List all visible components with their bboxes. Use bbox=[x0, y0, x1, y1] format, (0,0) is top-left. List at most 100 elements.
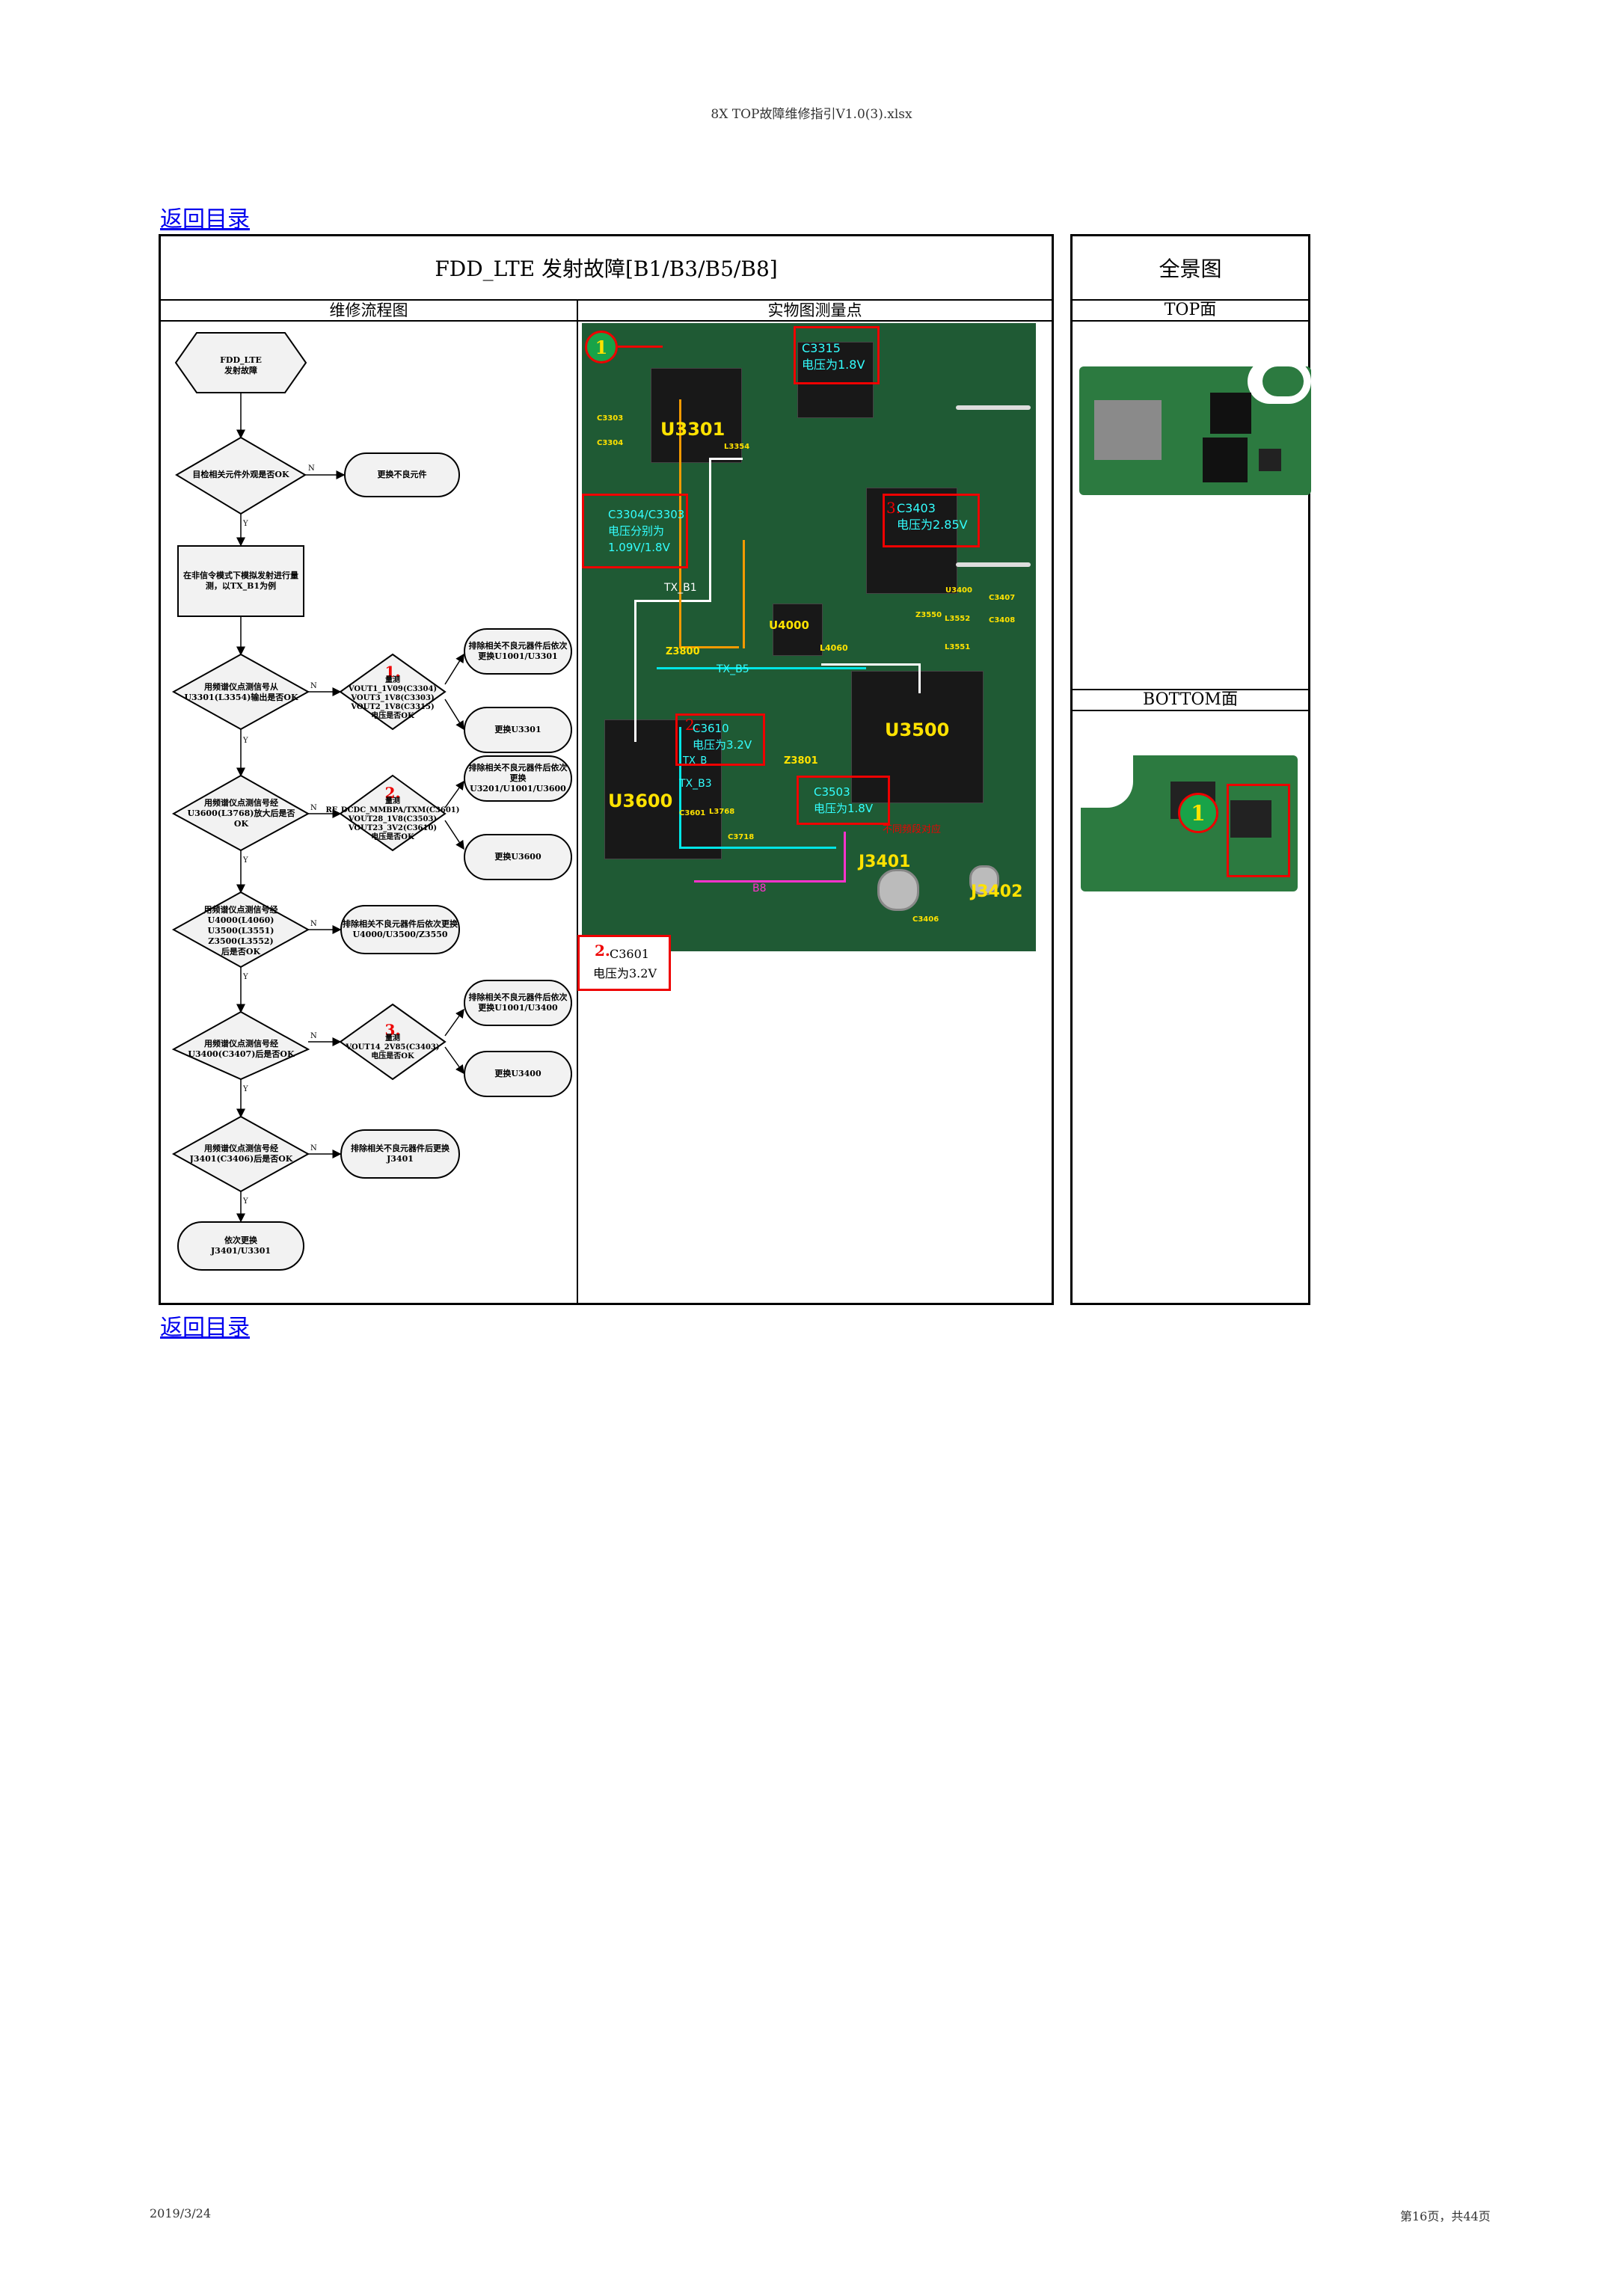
measure-c3610-num: 2. bbox=[685, 716, 700, 734]
back-to-contents-link-top[interactable]: 返回目录 bbox=[160, 206, 250, 233]
red-note: 不同频段对应 bbox=[883, 824, 942, 835]
measure-c3610-text: C3610 电压为3.2V bbox=[693, 722, 752, 752]
flow-replace-u3600: 更换U3600 bbox=[464, 834, 572, 880]
col-measure-header: 实物图测量点 bbox=[767, 301, 862, 319]
no-label: N bbox=[310, 1032, 317, 1040]
step-number-2: 2. bbox=[384, 783, 401, 802]
label-l4060: L4060 bbox=[820, 643, 848, 653]
label-u4000: U4000 bbox=[769, 618, 809, 632]
yes-label: Y bbox=[243, 1197, 248, 1206]
flow-measure-1-text: 量测 VOUT1_1V09(C3304) VOUT3_1V8(C3303) VO… bbox=[348, 675, 438, 720]
label-c3304-small: C3304 bbox=[597, 439, 624, 447]
back-to-contents-link-bottom[interactable]: 返回目录 bbox=[160, 1315, 250, 1341]
flow-replace-u3400: 更换U3400 bbox=[464, 1051, 572, 1097]
step-number-1: 1. bbox=[384, 662, 401, 681]
label-c3303: C3303 bbox=[597, 414, 624, 423]
flow-measure-3-text: 量测 VOUT14_2V85(C3403) 电压是否OK bbox=[346, 1034, 440, 1060]
no-label: N bbox=[310, 1144, 317, 1152]
no-label: N bbox=[308, 464, 315, 473]
main-table: FDD_LTE 发射故障[B1/B3/B5/B8] 维修流程图 实物图测量点 bbox=[159, 234, 1054, 1305]
label-c3408: C3408 bbox=[989, 616, 1016, 624]
flowchart-connectors bbox=[171, 332, 464, 1223]
footer-date: 2019/3/24 bbox=[150, 2206, 212, 2220]
step-number-3: 3. bbox=[384, 1021, 401, 1039]
label-l3552: L3552 bbox=[945, 615, 971, 623]
flow-replace-u1001-u3400: 排除相关不良元器件后依次更换U1001/U3400 bbox=[464, 980, 572, 1026]
label-u3500: U3500 bbox=[885, 719, 950, 740]
label-b8: B8 bbox=[752, 883, 767, 894]
connector-j3401 bbox=[877, 869, 919, 911]
marker-circle-1-bottom: 1 bbox=[1178, 793, 1218, 833]
flow-replace-u3301: 更换U3301 bbox=[464, 707, 572, 753]
label-z3800: Z3800 bbox=[666, 646, 700, 657]
yes-label: Y bbox=[243, 973, 248, 981]
label-l3551: L3551 bbox=[945, 643, 971, 651]
red-note-box: 不同频段对应 bbox=[880, 820, 947, 839]
flow-measure-3: 3. 量测 VOUT14_2V85(C3403) 电压是否OK bbox=[344, 1013, 441, 1073]
label-c3406: C3406 bbox=[912, 915, 939, 924]
measure-c3403-num: 3. bbox=[886, 499, 901, 517]
measure-c3304-text: C3304/C3303 电压分别为 1.09V/1.8V bbox=[608, 508, 685, 554]
flow-simulate-tx: 在非信令模式下模拟发射进行量测，以TX_B1为例 bbox=[177, 545, 304, 617]
flow-decision-u3600: 用频谱仪点测信号经U3600(L3768)放大后是否OK bbox=[187, 798, 295, 829]
flow-replace-bad-parts: 更换不良元件 bbox=[344, 452, 460, 497]
measure-box-c3403: 3. C3403 电压为2.85V bbox=[883, 494, 980, 547]
col-flow-header: 维修流程图 bbox=[161, 301, 578, 320]
flow-replace-u4000-u3500-z3550: 排除相关不良元器件后依次更换U4000/U3500/Z3550 bbox=[340, 905, 460, 954]
measure-box-c3304: C3304/C3303 电压分别为 1.09V/1.8V bbox=[582, 494, 688, 568]
yes-label: Y bbox=[243, 520, 248, 528]
measure-c3403-text: C3403 电压为2.85V bbox=[897, 501, 968, 532]
label-tx-b1: TX_B1 bbox=[664, 582, 697, 594]
label-u3600: U3600 bbox=[608, 791, 673, 811]
no-label: N bbox=[310, 804, 317, 812]
measure-c3315-text: C3315 电压为1.8V bbox=[802, 341, 865, 372]
measure-c3503-text: C3503 电压为1.8V bbox=[814, 785, 874, 815]
label-c3718: C3718 bbox=[728, 833, 755, 841]
marker-circle-1: 1 bbox=[585, 331, 618, 363]
no-label: N bbox=[310, 682, 317, 690]
label-tx-b3: TX_B3 bbox=[679, 778, 712, 790]
flow-decision-u3400: 用频谱仪点测信号经U3400(C3407)后是否OK bbox=[188, 1039, 295, 1059]
label-u3400: U3400 bbox=[945, 586, 972, 595]
top-label: TOP面 bbox=[1073, 301, 1308, 322]
label-z3550: Z3550 bbox=[915, 611, 942, 619]
flow-measure-2: 2. 量测 RF_DCDC_MMBPA/TXM(C3601) VOUT28_1V… bbox=[326, 776, 460, 854]
measure-c3601-num: 2. bbox=[595, 942, 610, 960]
document-header: 8X TOP故障维修指引V1.0(3).xlsx bbox=[711, 107, 912, 122]
chip-u3600 bbox=[604, 719, 722, 859]
label-c3601-small: C3601 bbox=[679, 809, 706, 817]
chip-pmic bbox=[797, 342, 874, 418]
connector-j3402 bbox=[969, 865, 999, 895]
flow-measure-1: 1. 量测 VOUT1_1V09(C3304) VOUT3_1V8(C3303)… bbox=[344, 658, 441, 729]
flow-end: 依次更换 J3401/U3301 bbox=[177, 1221, 304, 1271]
bottom-board-photo: 1 bbox=[1081, 748, 1298, 894]
chip-u3500 bbox=[851, 671, 984, 803]
flow-decision-j3401: 用频谱仪点测信号经J3401(C3406)后是否OK bbox=[189, 1144, 293, 1164]
label-tx-b5: TX_B5 bbox=[717, 663, 749, 675]
flow-replace-u1001-u3301: 排除相关不良元器件后依次更换U1001/U3301 bbox=[464, 628, 572, 675]
chip-u3400-area bbox=[866, 488, 957, 594]
yes-label: Y bbox=[243, 856, 248, 865]
label-j3402: J3402 bbox=[971, 883, 1023, 901]
chip-u3301 bbox=[651, 368, 742, 463]
top-board-photo bbox=[1079, 359, 1311, 497]
label-l3768: L3768 bbox=[709, 808, 735, 816]
flow-replace-j3401: 排除相关不良元器件后更换J3401 bbox=[340, 1129, 460, 1179]
bottom-label: BOTTOM面 bbox=[1073, 690, 1308, 711]
table-title: FDD_LTE 发射故障[B1/B3/B5/B8] bbox=[161, 236, 1052, 301]
label-l3354: L3354 bbox=[724, 443, 750, 451]
no-label: N bbox=[310, 920, 317, 928]
pcb-measure-photo: U3301 U3600 U3500 U4000 J3401 J3402 Z380… bbox=[582, 323, 1036, 951]
bottom-highlight-box bbox=[1227, 784, 1290, 877]
flow-measure-2-text: 量测 RF_DCDC_MMBPA/TXM(C3601) VOUT28_1V8(C… bbox=[325, 796, 460, 841]
yes-label: Y bbox=[243, 737, 248, 745]
measure-box-c3315: C3315 电压为1.8V bbox=[794, 326, 880, 384]
chip-u4000 bbox=[773, 604, 823, 656]
flowchart: FDD_LTE 发射故障 目检相关元件外观是否OK 更换不良元件 在非信令模式下… bbox=[161, 318, 574, 1301]
flow-decision-u3301: 用频谱仪点测信号从U3301(L3354)输出是否OK bbox=[184, 682, 298, 702]
label-c3407: C3407 bbox=[989, 594, 1016, 602]
flow-replace-u3201-u1001-u3600: 排除相关不良元器件后依次更换U3201/U1001/U3600 bbox=[464, 755, 572, 802]
flow-start: FDD_LTE 发射故障 bbox=[220, 355, 262, 375]
measure-box-c3610: 2. C3610 电压为3.2V bbox=[675, 713, 765, 766]
yes-label: Y bbox=[243, 1085, 248, 1093]
